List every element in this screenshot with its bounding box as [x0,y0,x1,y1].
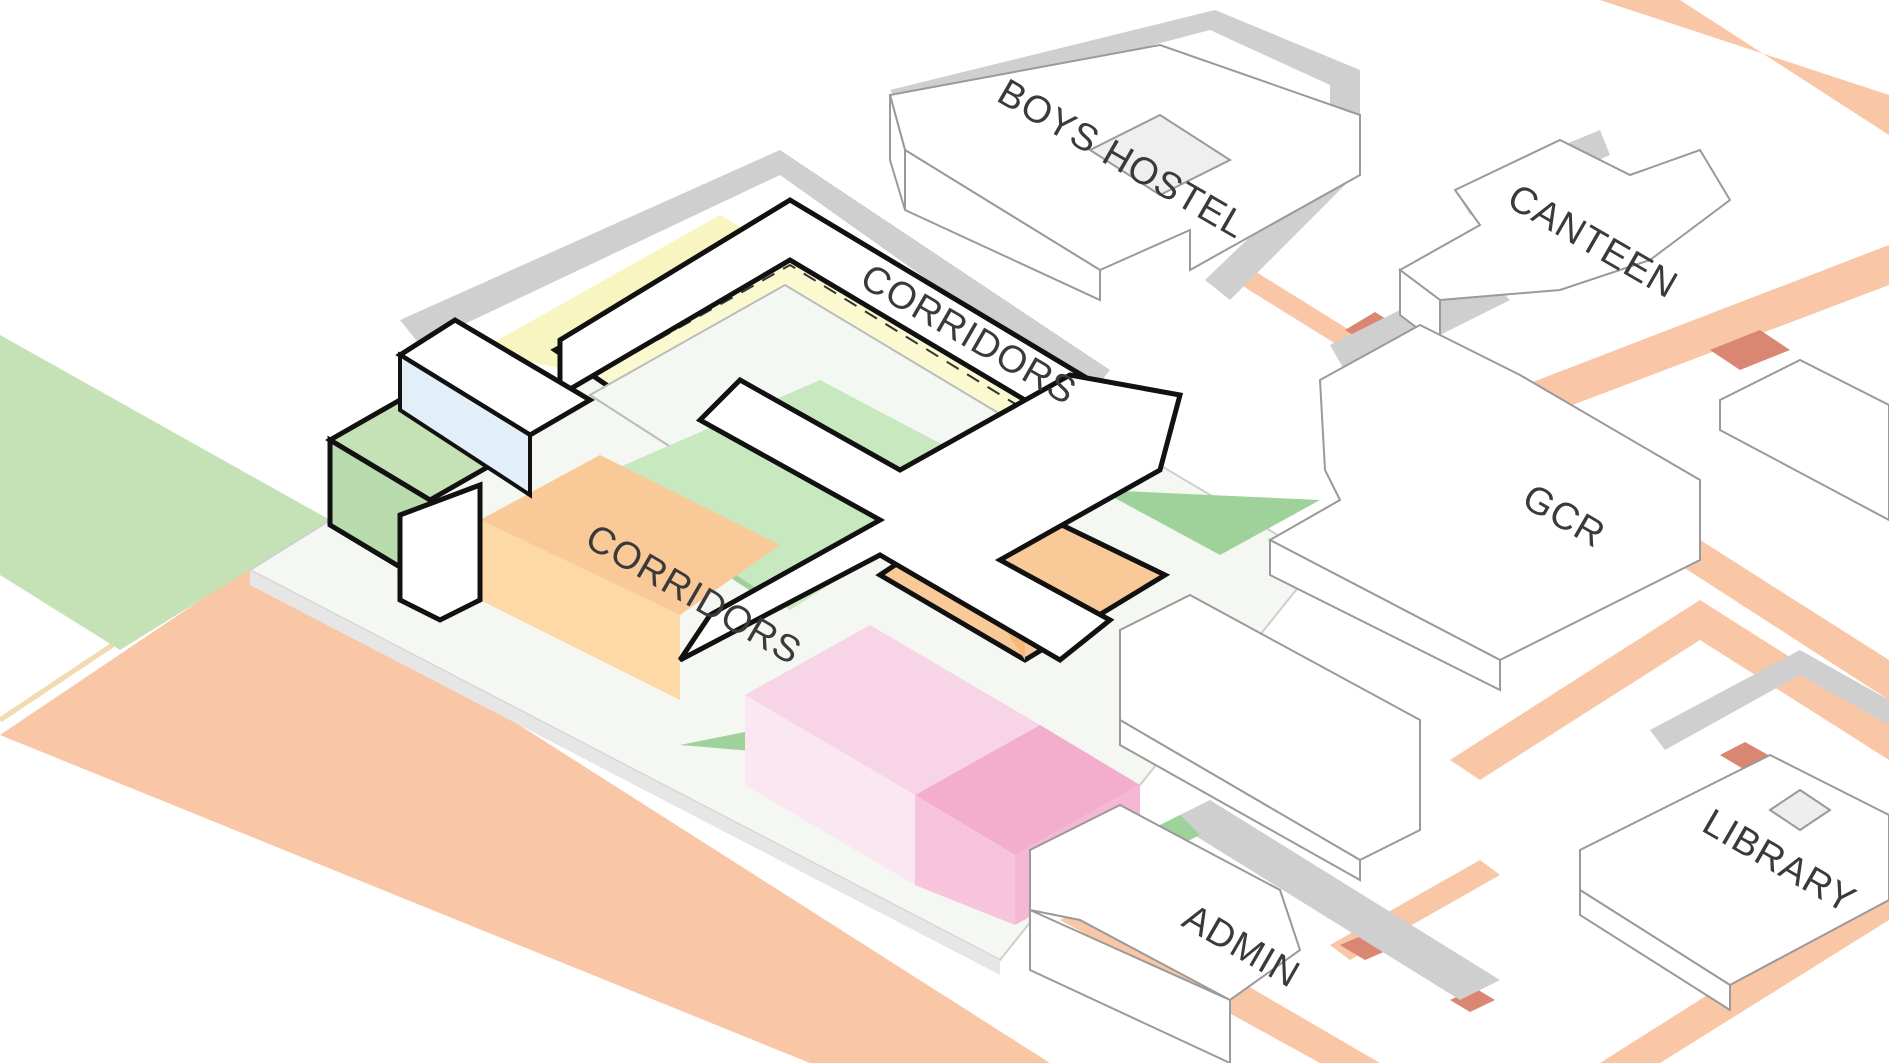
shadow-main-block [400,150,1110,395]
orange-corridor-west [480,455,780,615]
green-lawn [0,335,330,650]
boys-hostel-courtyard [1087,113,1233,197]
library-rooftop-feature [1768,788,1832,832]
admin-top [1029,803,1302,1002]
site-plate-edge [250,570,1000,975]
library-front [1579,888,1731,1012]
white-tower-lower-front [397,481,483,623]
gcr-top [1267,323,1701,662]
central-block [325,197,1184,700]
road-junction-5 [1450,988,1495,1012]
boys-hostel-building [888,43,1361,302]
white-corridor-cross [677,372,1184,664]
library-building [1579,753,1889,1012]
white-tower-front [398,351,532,499]
pink-block-dark-top [915,725,1140,855]
upper-right-top [1719,358,1889,522]
upper-right-building [1719,358,1889,522]
road-gcr-east [1460,245,1889,440]
main-road-front [0,560,1050,1063]
road-library-west [1450,600,1889,780]
road-junction-2 [1710,330,1790,370]
pink-block-dark-front [915,795,1015,925]
shadow-admin [1170,800,1500,1000]
gcr-front [1269,538,1501,692]
orange-corridor-west-side [480,520,680,700]
admin-front [1029,908,1231,1063]
pink-block-front [745,695,915,885]
canteen-building [1398,138,1732,347]
east-block-front [1119,718,1361,882]
boys-hostel-front-face [904,148,1101,302]
shadow-library [1650,650,1889,750]
green-strip-east [1100,490,1320,555]
pink-block-top [745,625,1040,795]
gcr-building [1267,323,1701,692]
campus-buildings [888,43,1889,1063]
green-courtyard-floor [590,380,1000,610]
east-block-building [1119,593,1421,882]
canteen-top [1398,138,1732,302]
admin-building [1029,803,1302,1063]
